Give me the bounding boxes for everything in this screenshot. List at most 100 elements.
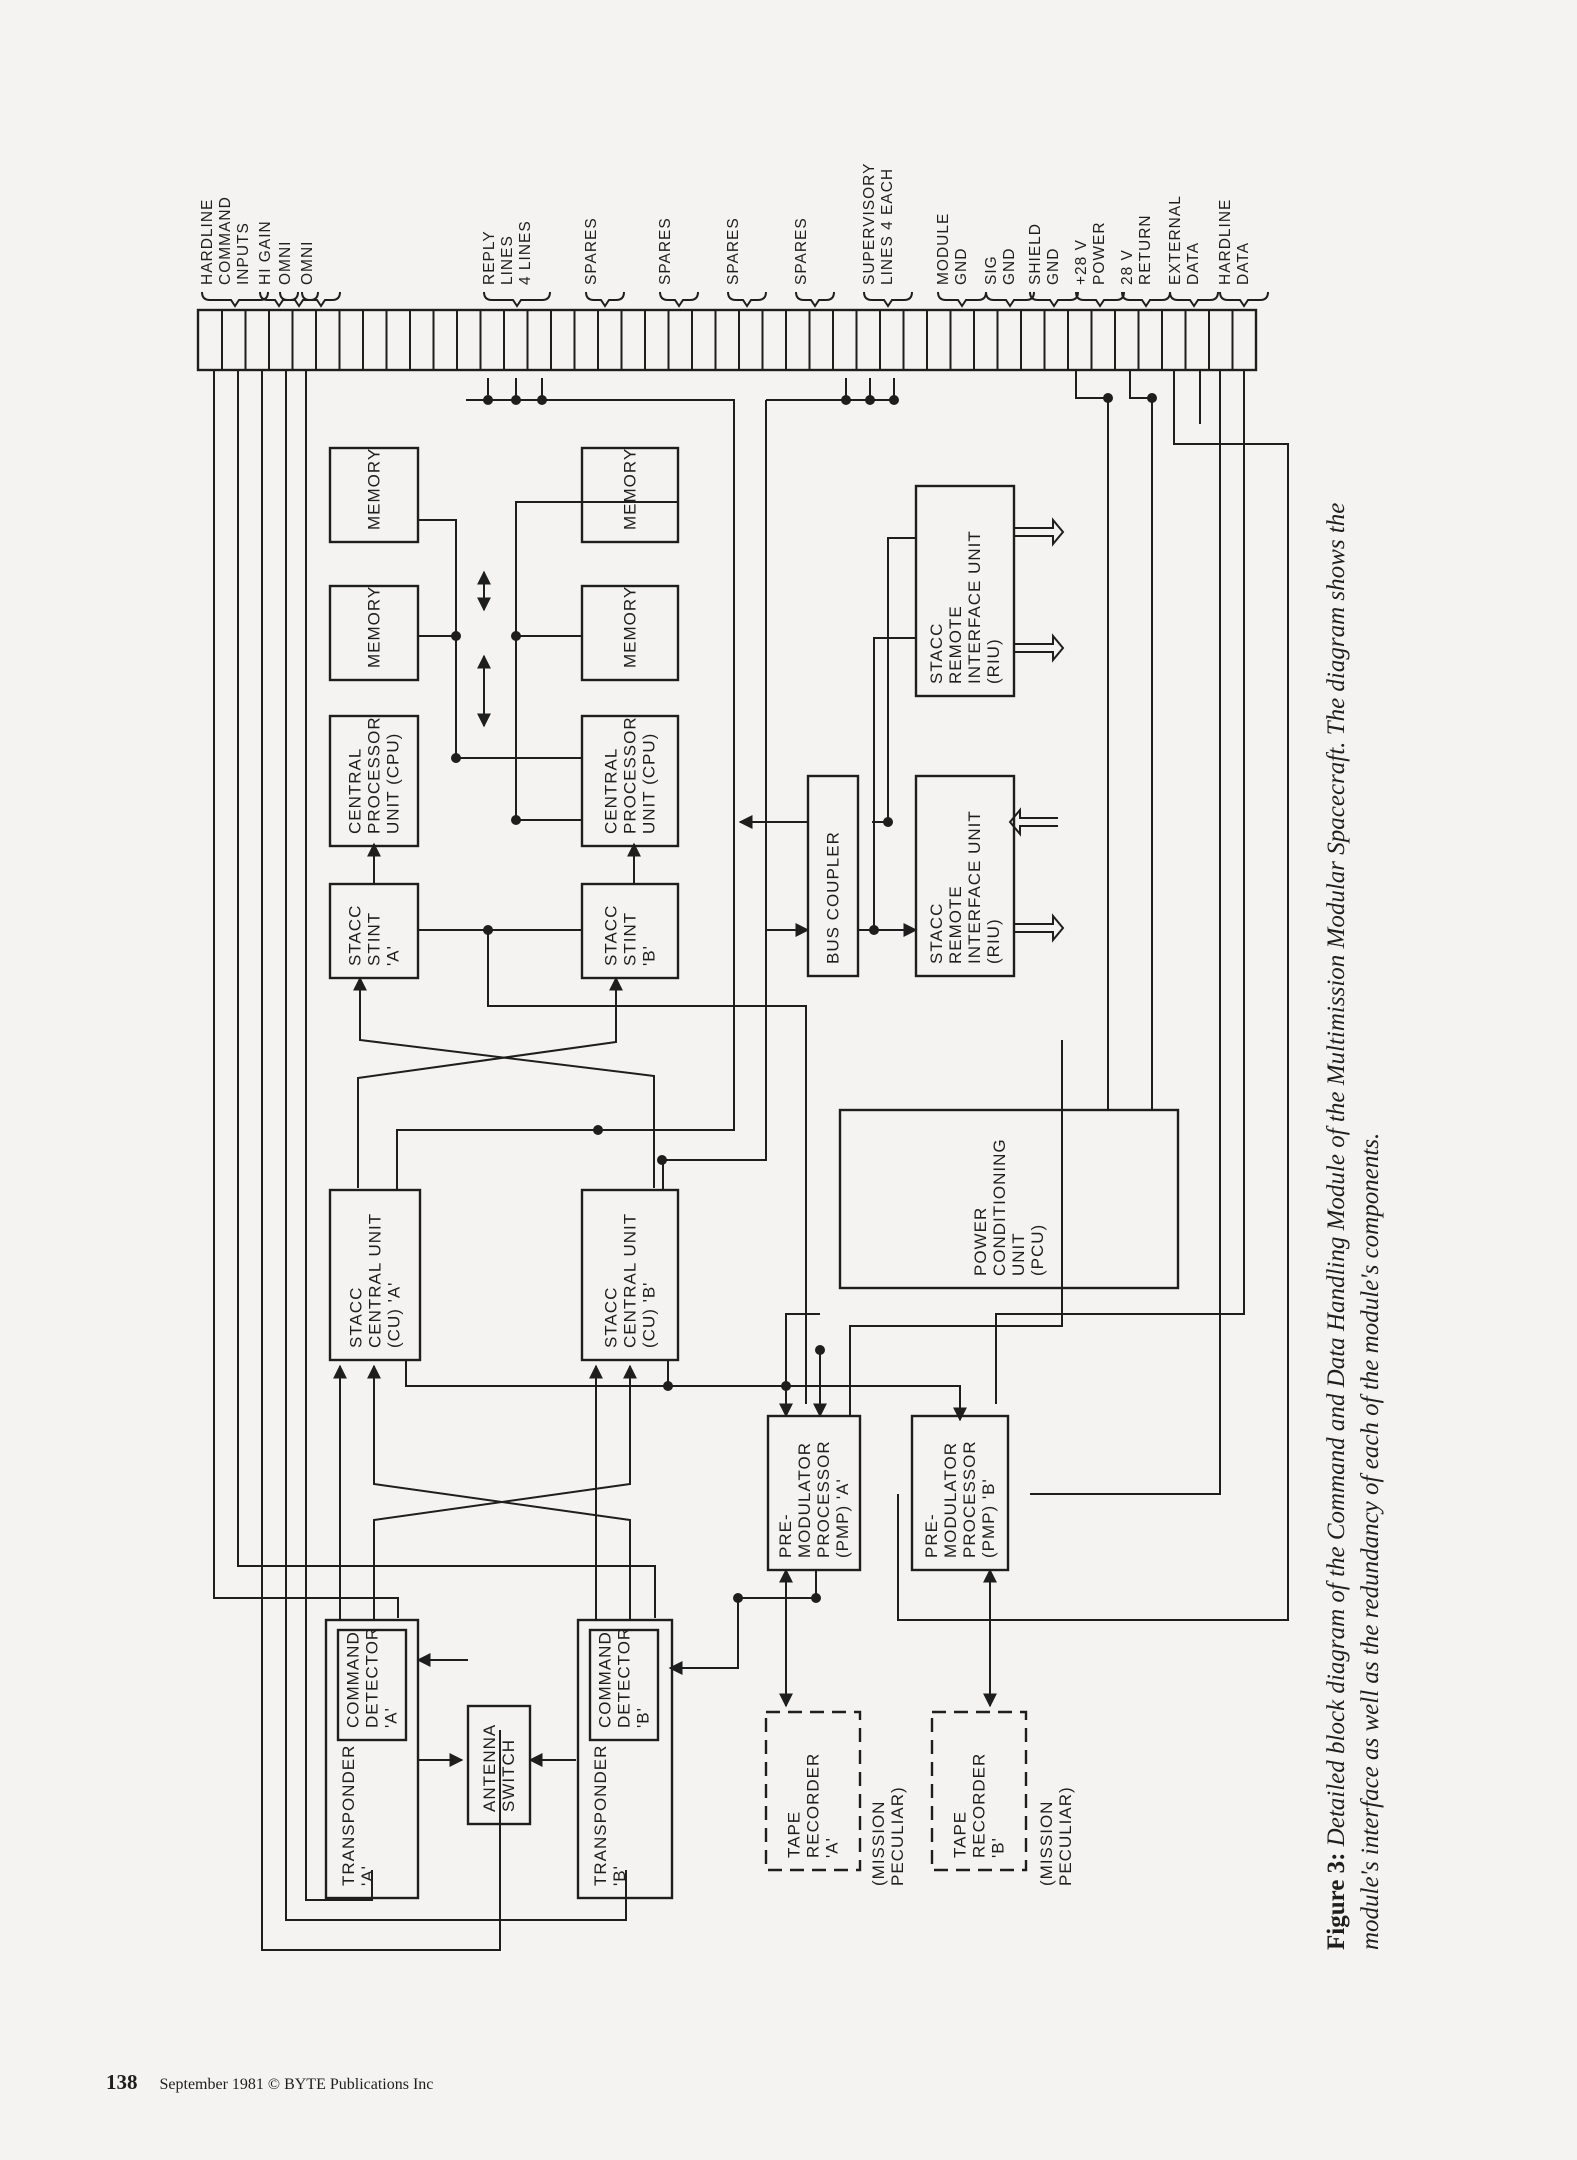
block-outline — [806, 774, 860, 978]
block-label-line: REMOTE — [946, 605, 965, 684]
block-label-line: 'A' — [384, 945, 403, 966]
connector-label-omni-2: OMNI — [299, 241, 341, 308]
block-label-line: COMMAND — [596, 1631, 615, 1728]
block-label-line: PROCESSOR — [365, 716, 384, 834]
block-label-line: STACC — [346, 905, 365, 966]
connector-label-line: LINES — [499, 235, 516, 285]
connector-label-line: SPARES — [725, 217, 742, 285]
connector-label-line: DATA — [1235, 242, 1252, 285]
block-memory-a2: MEMORY — [328, 584, 420, 682]
block-outline — [328, 714, 420, 848]
block-outline — [930, 1710, 1028, 1872]
block-label-line: MEMORY — [621, 448, 640, 530]
connector-label-line: COMMAND — [217, 196, 234, 285]
block-outline — [466, 1704, 532, 1826]
label-line: (MISSION — [1037, 1801, 1056, 1886]
connector-label-line: INPUTS — [235, 222, 252, 285]
connector-label-brace — [259, 291, 299, 308]
connector-label-line: REPLY — [481, 230, 498, 285]
block-outline — [580, 714, 680, 848]
label-line: PECULIAR) — [888, 1786, 907, 1886]
block-label-line: STINT — [365, 912, 384, 966]
connector-label-line: +28 V — [1073, 239, 1090, 285]
connector-label-line: SPARES — [793, 217, 810, 285]
block-label-line: POWER — [971, 1207, 990, 1276]
block-outline — [328, 446, 420, 544]
block-label-line: STACC — [602, 905, 621, 966]
block-outline — [588, 1628, 660, 1742]
block-label-line: TRANSPONDER — [339, 1745, 358, 1886]
connector-label-line: HARDLINE — [199, 199, 216, 285]
block-label-line: (RIU) — [984, 638, 1003, 684]
block-label-line: STACC — [602, 1287, 621, 1348]
connector-label-brace — [937, 291, 987, 308]
connector-label-line: MODULE — [935, 213, 952, 285]
block-label-line: UNIT (CPU) — [640, 733, 659, 834]
block-label-line: (CU) 'B' — [640, 1282, 659, 1348]
connector-label-spares-4: SPARES — [793, 217, 835, 308]
block-label-line: (RIU) — [984, 918, 1003, 964]
connector-label-spares-2: SPARES — [657, 217, 699, 308]
connector-label-line: EXTERNAL — [1167, 195, 1184, 285]
block-label-line: PRE- — [922, 1513, 941, 1558]
block-memory-b2: MEMORY — [580, 584, 680, 682]
connector-label-hi-gain: HI GAIN — [257, 220, 299, 308]
block-label-line: MEMORY — [365, 448, 384, 530]
block-label-line: CONDITIONING — [990, 1138, 1009, 1276]
figure-label: Figure 3: — [1323, 1852, 1350, 1950]
connector-label-brace — [1219, 291, 1269, 308]
connector-label-brace — [585, 291, 625, 308]
connector-label-spares-3: SPARES — [725, 217, 767, 308]
block-label-line: STACC — [927, 903, 946, 964]
connector-label-line: OMNI — [299, 241, 316, 285]
caption-text: Detailed block diagram of the Command an… — [1323, 502, 1384, 1950]
connector-label-brace — [301, 291, 341, 308]
block-label-line: 'B' — [610, 1865, 629, 1886]
block-label-line: 'A' — [358, 1865, 377, 1886]
block-memory-a1: MEMORY — [328, 446, 420, 544]
block-label-line: TRANSPONDER — [591, 1745, 610, 1886]
block-label-line: MODULATOR — [941, 1442, 960, 1558]
connector-label-line: 28 V — [1119, 249, 1136, 285]
block-outline — [914, 484, 1016, 698]
block-bus-coupler: BUS COUPLER — [806, 774, 860, 978]
block-transponder-a: TRANSPONDER'A' — [324, 1618, 420, 1900]
block-outline — [764, 1710, 862, 1872]
connector-label-line: GND — [1045, 248, 1062, 285]
interface-connector — [196, 308, 1258, 372]
block-label-line: STACC — [927, 623, 946, 684]
block-label-line: (PMP) 'A' — [833, 1478, 852, 1558]
block-outline — [336, 1628, 408, 1742]
block-outline — [838, 1108, 1180, 1290]
connector-label-line: 4 LINES — [517, 220, 534, 285]
block-label-line: 'A' — [382, 1707, 401, 1728]
connector-label-line: HARDLINE — [1217, 199, 1234, 285]
connector-label-brace — [1121, 291, 1171, 308]
block-label-line: CENTRAL UNIT — [366, 1213, 385, 1348]
block-outline — [576, 1618, 674, 1900]
block-label-line: 'B' — [640, 945, 659, 966]
block-label-line: TAPE — [951, 1811, 970, 1858]
block-label-line: (CU) 'A' — [385, 1282, 404, 1348]
block-label-line: PROCESSOR — [621, 716, 640, 834]
block-label-line: STINT — [621, 912, 640, 966]
block-outline — [914, 774, 1016, 978]
connector-label-brace — [985, 291, 1035, 308]
